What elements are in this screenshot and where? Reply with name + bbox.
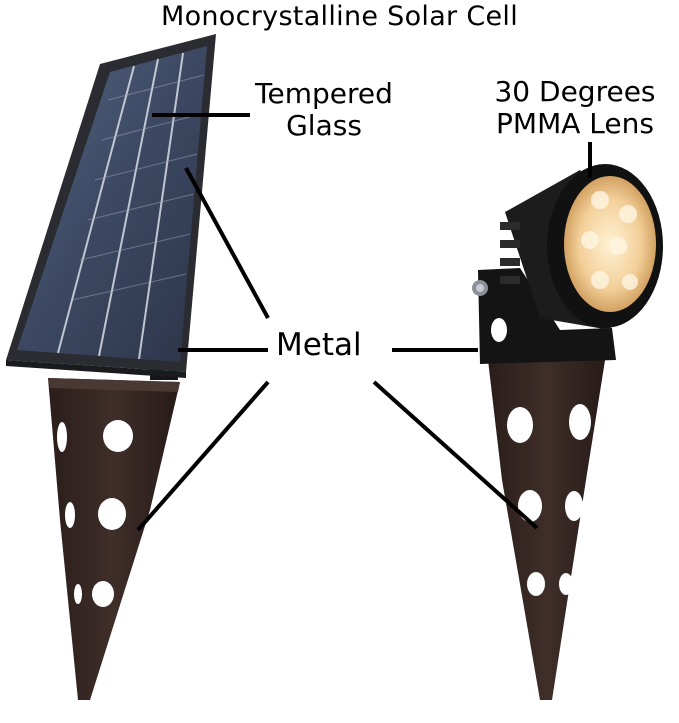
callout-metal-left-top <box>184 167 270 319</box>
callout-lines <box>136 113 592 532</box>
callout-metal-right-low <box>372 380 539 530</box>
label-pmma-lens: 30 Degrees PMMA Lens <box>470 76 679 140</box>
solar-panel-icon <box>6 34 216 700</box>
left-stake <box>48 378 180 700</box>
label-pmma-lens-line1: 30 Degrees <box>494 75 656 108</box>
label-tempered-glass-line1: Tempered <box>255 77 393 110</box>
label-pmma-lens-line2: PMMA Lens <box>496 107 654 140</box>
solar-panel-cells <box>17 46 207 362</box>
solar-panel-grid <box>57 52 184 360</box>
right-stake <box>488 354 606 700</box>
callout-metal-left-low <box>136 380 270 532</box>
label-tempered-glass: Tempered Glass <box>236 78 412 142</box>
label-solar-cell: Monocrystalline Solar Cell <box>160 1 519 32</box>
label-metal: Metal <box>276 327 362 363</box>
label-tempered-glass-line2: Glass <box>286 109 362 142</box>
garden-spotlight-icon <box>472 164 663 700</box>
